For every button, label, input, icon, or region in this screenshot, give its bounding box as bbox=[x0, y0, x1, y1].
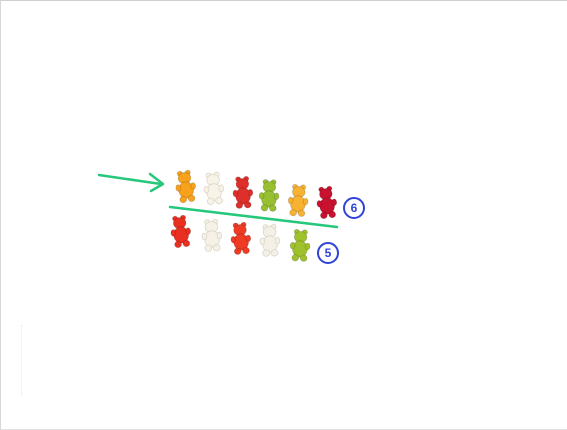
top-bear-1-orange bbox=[173, 168, 199, 204]
bottom-bear-4-white bbox=[258, 223, 281, 258]
faint-marks bbox=[21, 325, 24, 395]
bottom-bear-5-green bbox=[288, 228, 312, 263]
bottom-bear-3-red bbox=[229, 221, 253, 256]
top-bear-2-white bbox=[202, 171, 226, 206]
bottom-count-badge: 5 bbox=[317, 242, 339, 264]
divider-line bbox=[168, 205, 339, 229]
top-count-label: 6 bbox=[350, 201, 358, 215]
bottom-count-label: 5 bbox=[324, 246, 332, 260]
top-bear-3-red bbox=[231, 175, 255, 210]
top-count-badge: 6 bbox=[343, 197, 365, 219]
top-bear-4-green bbox=[258, 178, 281, 213]
top-bear-5-orange bbox=[286, 183, 310, 218]
bottom-bear-1-red bbox=[168, 214, 193, 249]
right-arrow-icon bbox=[97, 172, 165, 193]
bottom-bear-2-white bbox=[200, 218, 224, 253]
top-bear-6-dark-red bbox=[314, 185, 339, 220]
top-bear-row bbox=[173, 168, 339, 220]
